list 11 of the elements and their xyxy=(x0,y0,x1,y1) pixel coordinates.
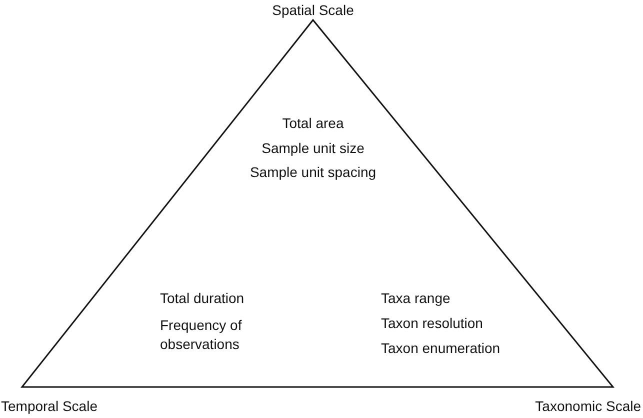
factor-text: Sample unit spacing xyxy=(248,164,378,181)
factor-text: Taxa range xyxy=(381,290,450,307)
factor-text: Taxon resolution xyxy=(381,315,483,332)
factor-text: Taxon enumeration xyxy=(381,340,500,357)
factor-text: Sample unit size xyxy=(260,140,366,157)
factor-text: Frequency of observations xyxy=(160,316,243,354)
factor-text: Total duration xyxy=(160,290,244,307)
scale-label: Spatial Scale xyxy=(271,2,355,19)
scale-label: Temporal Scale xyxy=(1,398,98,415)
scale-label: Taxonomic Scale xyxy=(534,398,641,415)
factor-text: Total area xyxy=(281,115,345,132)
